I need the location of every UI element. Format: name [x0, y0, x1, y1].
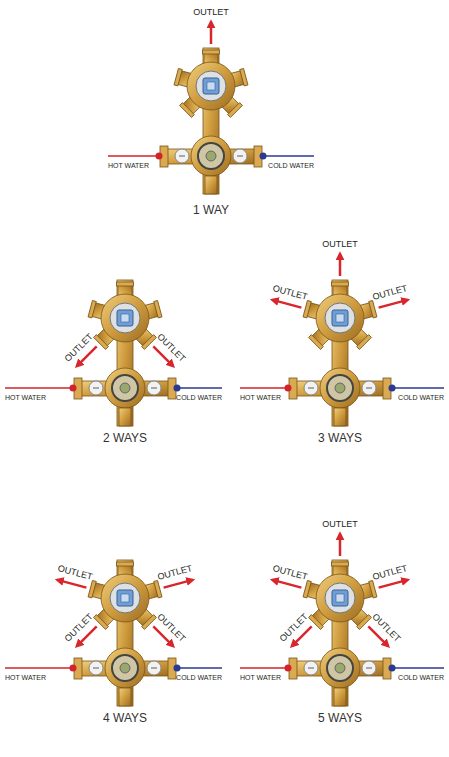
outlet-arrow [164, 580, 193, 588]
outlet-label: OUTLET [63, 332, 94, 363]
outlet-label: OUTLET [372, 564, 409, 582]
inlet-label: COLD WATER [398, 674, 444, 681]
figure-caption: 5 WAYS [318, 712, 362, 724]
outlet-label: OUTLET [278, 612, 309, 643]
valve-figure [272, 254, 407, 426]
outlet-label: OUTLET [155, 332, 186, 363]
outlet-label: OUTLET [193, 8, 229, 17]
inlet-label: COLD WATER [176, 394, 222, 401]
supply-line [240, 385, 444, 392]
valve-figure [272, 534, 407, 706]
outlet-arrow [379, 580, 408, 588]
outlet-label: OUTLET [370, 612, 401, 643]
figure-caption: 1 WAY [193, 204, 229, 216]
supply-line [108, 153, 314, 160]
outlet-label: OUTLET [272, 564, 309, 582]
outlet-label: OUTLET [272, 284, 309, 302]
inlet-label: HOT WATER [108, 162, 149, 169]
supply-line [5, 385, 222, 392]
inlet-label: COLD WATER [268, 162, 314, 169]
inlet-label: HOT WATER [240, 394, 281, 401]
outlet-arrow [340, 254, 341, 276]
outlet-arrow [340, 534, 341, 556]
outlet-label: OUTLET [57, 564, 94, 582]
figure-caption: 4 WAYS [103, 712, 147, 724]
inlet-label: COLD WATER [176, 674, 222, 681]
outlet-arrow [379, 300, 408, 308]
outlet-arrow [272, 580, 301, 588]
outlet-arrow [211, 22, 212, 44]
outlet-label: OUTLET [157, 564, 194, 582]
outlet-arrow [272, 300, 301, 308]
outlet-label: OUTLET [322, 240, 358, 249]
valve-figure [74, 280, 176, 426]
valve-figure [57, 560, 192, 706]
inlet-label: HOT WATER [5, 394, 46, 401]
figure-caption: 3 WAYS [318, 432, 362, 444]
supply-line [240, 665, 444, 672]
inlet-label: COLD WATER [398, 394, 444, 401]
outlet-label: OUTLET [322, 520, 358, 529]
figure-caption: 2 WAYS [103, 432, 147, 444]
outlet-arrow [57, 580, 86, 588]
inlet-label: HOT WATER [5, 674, 46, 681]
outlet-label: OUTLET [372, 284, 409, 302]
supply-line [5, 665, 222, 672]
valve-figure [160, 22, 262, 194]
inlet-label: HOT WATER [240, 674, 281, 681]
outlet-label: OUTLET [155, 612, 186, 643]
outlet-label: OUTLET [63, 612, 94, 643]
